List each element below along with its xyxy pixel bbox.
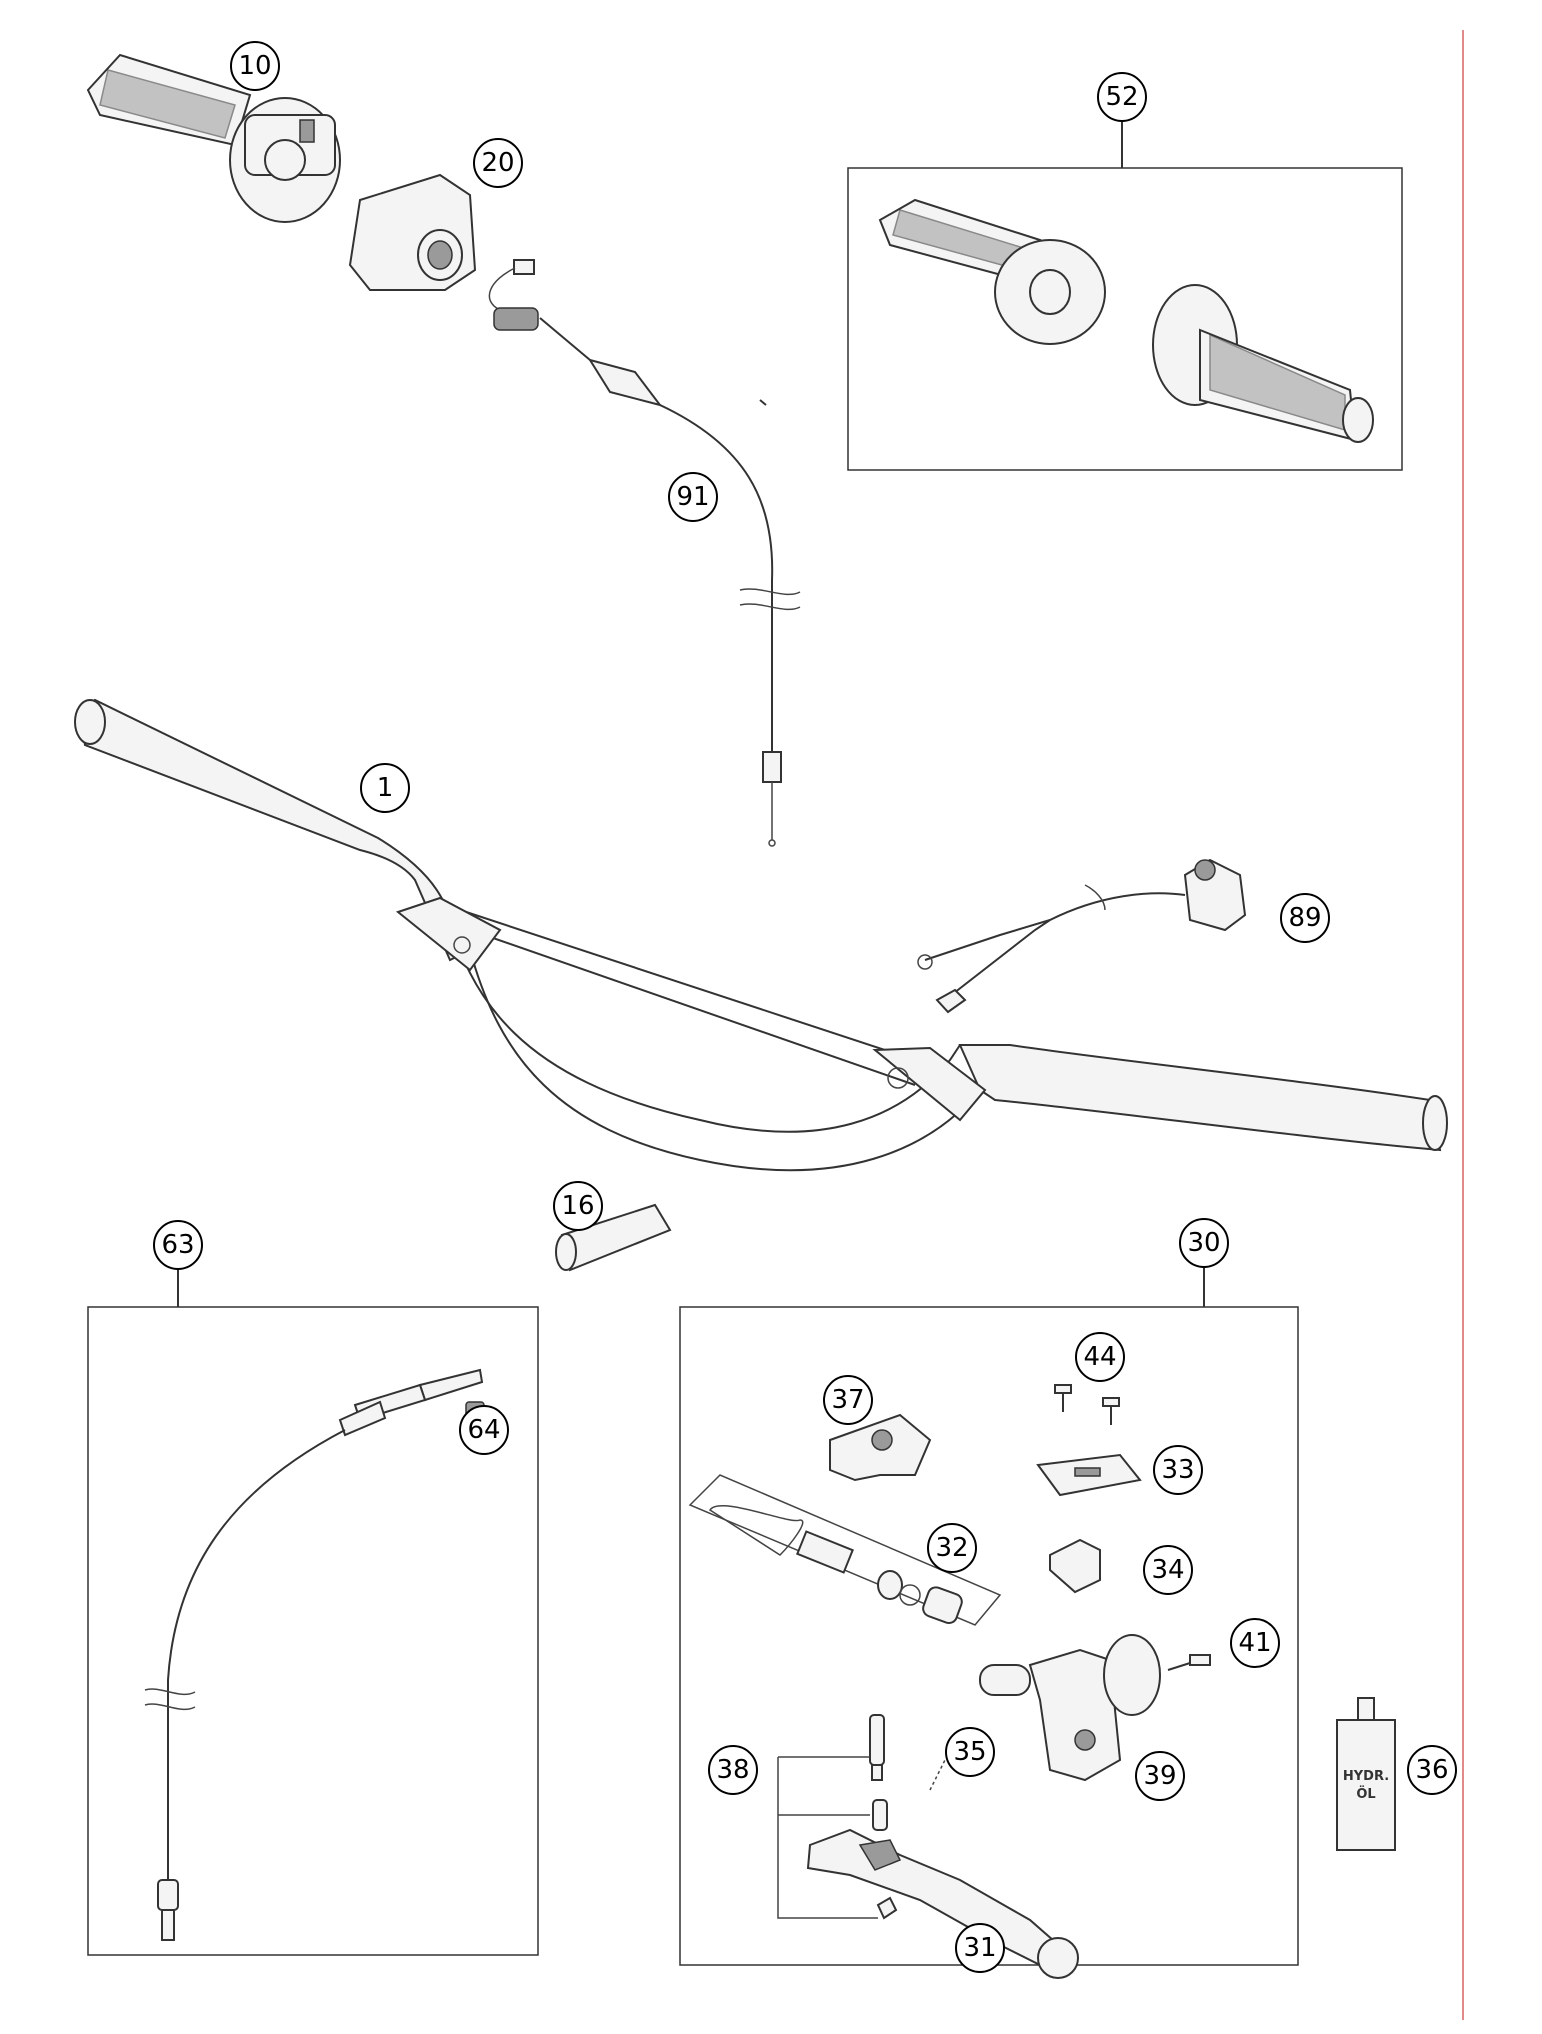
throttle-housing-cover bbox=[348, 173, 477, 291]
callout-10-label: 10 bbox=[238, 51, 271, 81]
callout-64: 64 bbox=[459, 1405, 509, 1455]
callout-1: 1 bbox=[360, 763, 410, 813]
clutch-cable bbox=[144, 1368, 484, 1941]
callout-32-label: 32 bbox=[935, 1533, 968, 1563]
rubber-cover bbox=[555, 1203, 672, 1272]
callout-20: 20 bbox=[473, 138, 523, 188]
callout-20-label: 20 bbox=[481, 148, 514, 178]
callout-16-label: 16 bbox=[561, 1191, 594, 1221]
clutch-cable-box bbox=[87, 1306, 539, 1956]
callout-36-label: 36 bbox=[1415, 1755, 1448, 1785]
reservoir-cap bbox=[1036, 1453, 1142, 1497]
callout-89: 89 bbox=[1280, 893, 1330, 943]
callout-91: 91 bbox=[668, 472, 718, 522]
callout-31-label: 31 bbox=[963, 1933, 996, 1963]
grip-set-box bbox=[847, 167, 1403, 471]
bolt-41 bbox=[1167, 1654, 1211, 1671]
callout-63: 63 bbox=[153, 1220, 203, 1270]
callout-16: 16 bbox=[553, 1181, 603, 1231]
callout-64-label: 64 bbox=[467, 1415, 500, 1445]
reservoir-clamp bbox=[829, 1413, 932, 1482]
kill-switch bbox=[917, 858, 1247, 1014]
callout-39-label: 39 bbox=[1143, 1761, 1176, 1791]
grip-left bbox=[878, 198, 1106, 345]
callout-35: 35 bbox=[945, 1727, 995, 1777]
callout-30-label: 30 bbox=[1187, 1228, 1220, 1258]
callout-37-label: 37 bbox=[831, 1385, 864, 1415]
bolt-pair bbox=[1054, 1384, 1120, 1425]
callout-38-label: 38 bbox=[716, 1755, 749, 1785]
callout-39: 39 bbox=[1135, 1751, 1185, 1801]
throttle-grip-assembly bbox=[86, 53, 341, 223]
callout-33: 33 bbox=[1153, 1445, 1203, 1495]
master-cylinder-piston-kit bbox=[688, 1474, 1002, 1626]
callout-91-label: 91 bbox=[676, 482, 709, 512]
callout-89-label: 89 bbox=[1288, 903, 1321, 933]
master-cylinder-body bbox=[979, 1634, 1161, 1782]
callout-34-label: 34 bbox=[1151, 1555, 1184, 1585]
callout-32: 32 bbox=[927, 1523, 977, 1573]
callout-10: 10 bbox=[230, 41, 280, 91]
callout-31: 31 bbox=[955, 1923, 1005, 1973]
callout-38: 38 bbox=[708, 1745, 758, 1795]
callout-44-label: 44 bbox=[1083, 1342, 1116, 1372]
callout-36: 36 bbox=[1407, 1745, 1457, 1795]
callout-34: 34 bbox=[1143, 1545, 1193, 1595]
callout-33-label: 33 bbox=[1161, 1455, 1194, 1485]
callout-63-label: 63 bbox=[161, 1230, 194, 1260]
throttle-cable bbox=[539, 317, 801, 847]
pivot-hardware bbox=[777, 1714, 946, 1920]
callout-52: 52 bbox=[1097, 72, 1147, 122]
callout-52-label: 52 bbox=[1105, 82, 1138, 112]
callout-35-label: 35 bbox=[953, 1737, 986, 1767]
callout-41-label: 41 bbox=[1238, 1628, 1271, 1658]
handlebar bbox=[74, 698, 1448, 1172]
callout-44: 44 bbox=[1075, 1332, 1125, 1382]
callout-30: 30 bbox=[1179, 1218, 1229, 1268]
reservoir-diaphragm bbox=[1049, 1538, 1101, 1594]
callout-1-label: 1 bbox=[377, 773, 394, 803]
hand-brake-box bbox=[679, 1306, 1299, 1966]
grip-right bbox=[1152, 284, 1374, 443]
callout-37: 37 bbox=[823, 1375, 873, 1425]
hydraulic-oil-bottle: HYDR. ÖL bbox=[1336, 1697, 1396, 1851]
throttle-sensor-connector bbox=[488, 259, 539, 331]
bottle-label-line2: ÖL bbox=[1356, 1786, 1375, 1802]
callout-41: 41 bbox=[1230, 1618, 1280, 1668]
bottle-label-line1: HYDR. bbox=[1343, 1769, 1389, 1784]
brake-lever bbox=[806, 1828, 1079, 1979]
